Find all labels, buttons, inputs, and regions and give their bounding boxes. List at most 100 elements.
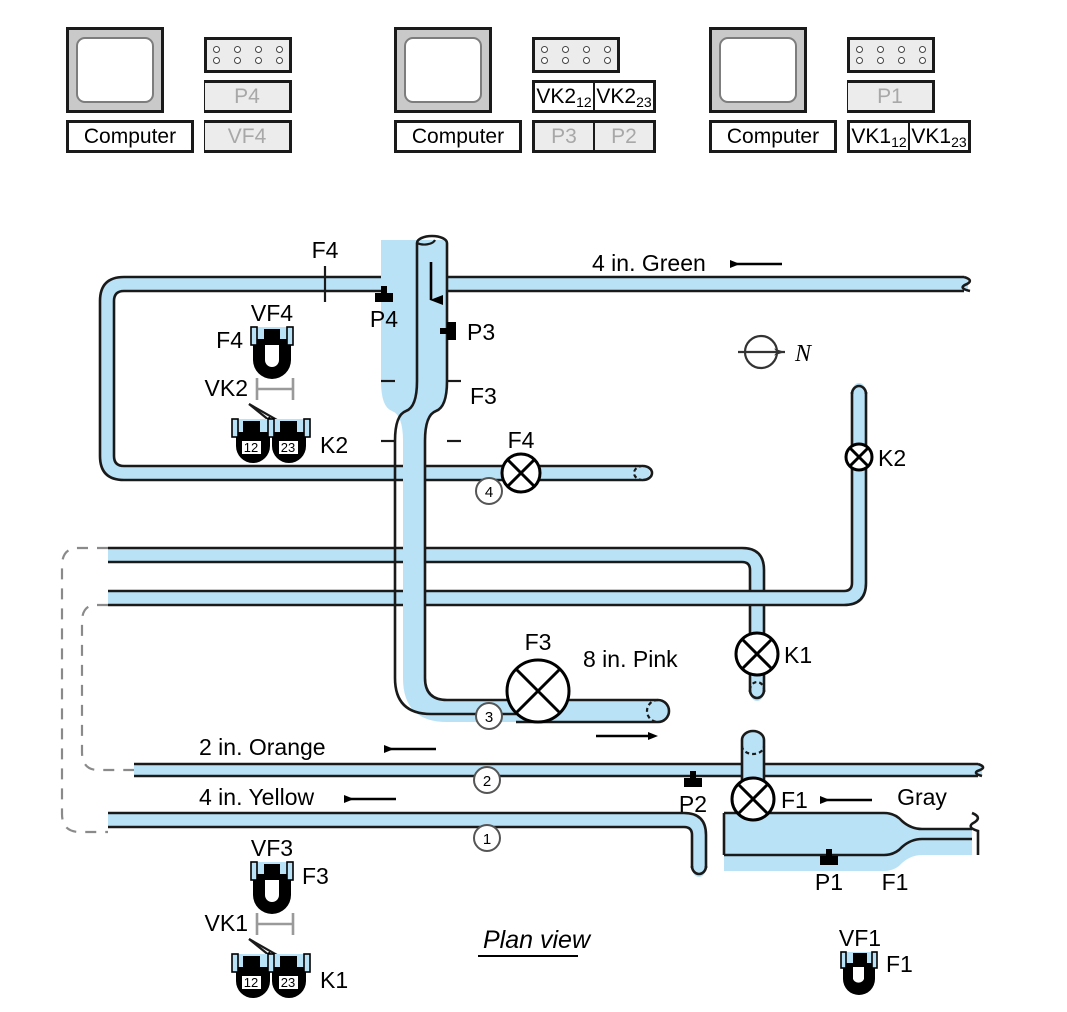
tag-sub: 12 [891, 133, 907, 150]
stream-number-2: 2 [473, 766, 501, 794]
legend-vessel-label-f4: F4 [216, 327, 243, 353]
stream-number-3: 3 [475, 702, 503, 730]
sensor-label-p1: P1 [815, 869, 843, 895]
connector-hole [255, 56, 262, 64]
tag-text: VK2 [596, 84, 637, 108]
connector-hole [255, 46, 262, 54]
connector-hole [213, 46, 220, 54]
connector-block-icon-2 [532, 37, 620, 73]
pipe-label-yellow: 4 in. Yellow [199, 784, 396, 810]
sensor-label-p4: P4 [370, 306, 398, 332]
connector-block-icon-3 [847, 37, 935, 73]
connector-hole [276, 56, 283, 64]
pipe-label-pink: 8 in. Pink [583, 646, 678, 740]
connector-hole [898, 46, 905, 54]
flow-element-label-f4: F4 [312, 237, 339, 263]
connector-hole [583, 46, 590, 54]
monitor-bezel [394, 27, 492, 113]
legend-valve-label-vk2: VK2 [205, 375, 248, 401]
signal-tag-p2[interactable]: P2 [594, 120, 656, 153]
sensor-p1[interactable]: P1 [815, 849, 843, 895]
valve-f3[interactable]: F3 [505, 629, 571, 724]
pipe-mid-upper [108, 546, 766, 662]
legend-vessel-label-k2: K2 [320, 432, 348, 458]
connector-hole [541, 46, 548, 54]
flow-element-label-f3: F3 [470, 383, 497, 409]
valve-k1[interactable]: K1 [734, 631, 812, 677]
tag-sub: 23 [636, 93, 652, 110]
monitor-3: Computer [709, 27, 837, 153]
connector-block-icon-1 [204, 37, 292, 73]
pipe-mid-lower [108, 383, 868, 607]
computer-group-3: Computer [709, 27, 971, 153]
page-title-text: Plan view [483, 926, 592, 954]
valve-f4[interactable]: F4 [500, 427, 542, 494]
pipe-orange-2in [134, 762, 985, 778]
signal-tag-p4[interactable]: P4 [204, 80, 292, 113]
stream-number-4: 4 [475, 477, 503, 505]
monitor-1: Computer [66, 27, 194, 153]
pipe-label-green: 4 in. Green [592, 250, 782, 276]
computer-group-1: Computer [66, 27, 292, 153]
sensor-p4[interactable]: P4 [370, 286, 398, 332]
monitor-screen [76, 37, 154, 103]
pipe-main-vertical [381, 234, 516, 722]
signal-tag-p1[interactable]: P1 [847, 80, 935, 113]
pipe-label-text-orange: 2 in. Orange [199, 734, 326, 760]
computer-label-2: Computer [394, 120, 522, 153]
computer-label-1: Computer [66, 120, 194, 153]
tag-text: VK2 [536, 84, 577, 108]
tag-text: VK1 [911, 124, 952, 148]
valve-label-f4: F4 [508, 427, 535, 453]
legend-symbol-vf4: VF4 F4 [216, 300, 294, 379]
pipe-label-orange: 2 in. Orange [199, 734, 436, 760]
monitor-bezel [709, 27, 807, 113]
legend-symbol-vf1: VF1 F1 [839, 925, 913, 995]
sensor-p3[interactable]: P3 [440, 319, 495, 345]
legend-port-label-12: 12 [244, 975, 258, 990]
monitor-screen [719, 37, 797, 103]
pipe-label-text-yellow: 4 in. Yellow [199, 784, 314, 810]
connector-hole [604, 56, 611, 64]
valve-f1[interactable]: F1 [730, 776, 808, 822]
sensor-p2[interactable]: P2 [679, 771, 707, 817]
stream-number-1: 1 [473, 824, 501, 852]
legend-symbol-k2: 12 23 K2 [231, 418, 348, 463]
legend-valve-label-vf1: VF1 [839, 925, 881, 951]
connector-hole [276, 46, 283, 54]
signal-tag-vf4[interactable]: VF4 [204, 120, 292, 153]
pipe-yellow-4in [108, 811, 708, 877]
connector-hole [856, 56, 863, 64]
stream-number-text: 2 [483, 773, 491, 790]
sensor-label-p3: P3 [467, 319, 495, 345]
legend-valve-label-vk1: VK1 [205, 910, 248, 936]
connector-hole [562, 46, 569, 54]
tag-sub: 23 [951, 133, 967, 150]
connector-hole [898, 56, 905, 64]
connector-hole [856, 46, 863, 54]
pipe-label-text-green: 4 in. Green [592, 250, 706, 276]
connector-hole [234, 46, 241, 54]
connector-hole [919, 46, 926, 54]
stream-number-text: 3 [485, 709, 493, 726]
valve-label-f1: F1 [781, 787, 808, 813]
connector-hole [877, 46, 884, 54]
valve-label-f3: F3 [525, 629, 552, 655]
flow-element-label-f1: F1 [882, 869, 909, 895]
dashed-connection-outer [60, 546, 108, 834]
legend-valve-label-vf4: VF4 [251, 300, 293, 326]
monitor-bezel [66, 27, 164, 113]
stream-number-text: 1 [483, 831, 491, 848]
connector-hole [234, 56, 241, 64]
sensor-label-p2: P2 [679, 791, 707, 817]
connector-hole [213, 56, 220, 64]
signal-tag-p3[interactable]: P3 [532, 120, 594, 153]
connector-hole [583, 56, 590, 64]
valve-k2[interactable]: K2 [844, 442, 906, 472]
tag-text: VK1 [851, 124, 892, 148]
